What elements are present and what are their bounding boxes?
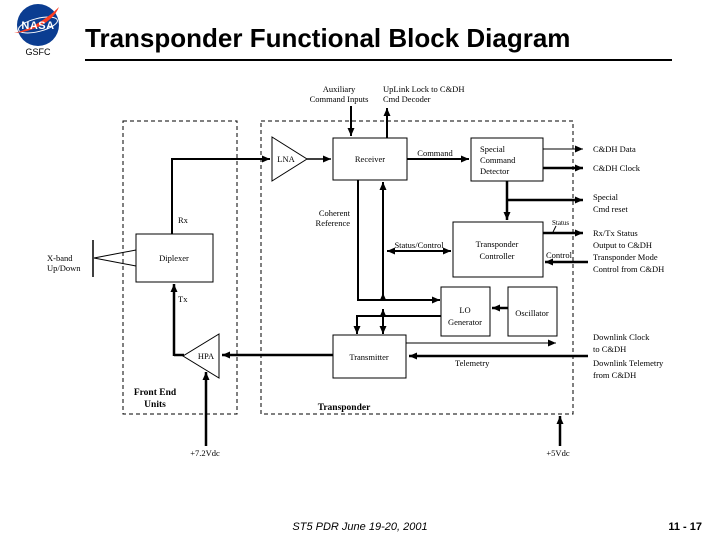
diplexer-label: Diplexer	[159, 253, 189, 263]
block-hpa: HPA	[182, 333, 220, 379]
downlink-telemetry-label-1: Downlink Telemetry	[593, 358, 664, 368]
hpa-triangle	[182, 333, 220, 379]
coherent-reference-wire	[357, 180, 440, 304]
block-special-command-detector: Special Command Detector	[470, 137, 544, 182]
block-lo-generator: LO Generator	[440, 286, 491, 337]
cdh-data-label: C&DH Data	[593, 144, 636, 154]
rx-wire	[171, 155, 270, 234]
downlink-clock-label-2: to C&DH	[593, 344, 626, 354]
command-label: Command	[417, 148, 453, 158]
special-cmd-reset-label-1: Special	[593, 192, 619, 202]
scd-box	[470, 137, 544, 182]
tx-label: Tx	[178, 294, 188, 304]
oscillator-box	[507, 286, 558, 337]
cdh-clock-label: C&DH Clock	[593, 163, 641, 173]
aux-command-label-2: Command Inputs	[310, 94, 369, 104]
control-label: Control	[546, 250, 573, 260]
transmitter-label: Transmitter	[349, 352, 389, 362]
lo-generator-box	[440, 286, 491, 337]
antenna-icon	[92, 240, 137, 277]
lo-generator-label-2: Generator	[448, 317, 482, 327]
power-72-label: +7.2Vdc	[190, 448, 220, 458]
status-out-wire	[543, 225, 583, 237]
power-5-label: +5Vdc	[546, 448, 569, 458]
block-transponder-controller: Transponder Controller	[452, 221, 544, 278]
receiver-box	[332, 137, 408, 181]
controller-box	[452, 221, 544, 278]
page-title: Transponder Functional Block Diagram	[85, 23, 570, 53]
antenna-horn-bottom	[93, 257, 137, 267]
block-oscillator: Oscillator	[507, 286, 558, 337]
telemetry-label: Telemetry	[455, 358, 490, 368]
lo-generator-label-1: LO	[459, 305, 470, 315]
block-diplexer: Diplexer	[135, 233, 214, 283]
front-end-units-group-box	[122, 120, 238, 415]
nasa-logo: NASA GSFC	[14, 4, 59, 57]
uplink-lock-label-2: Cmd Decoder	[383, 94, 431, 104]
front-end-group-label2: Units	[144, 400, 166, 410]
rx-label: Rx	[178, 215, 189, 225]
antenna-horn-top	[93, 249, 137, 259]
nasa-logo-text: NASA	[21, 20, 54, 32]
transponder-group-label: Transponder	[318, 403, 371, 413]
x-band-label-1: X-band	[47, 253, 73, 263]
aux-command-label-1: Auxiliary	[323, 84, 356, 94]
lo-distribution-wire	[353, 182, 441, 334]
oscillator-label: Oscillator	[515, 308, 549, 318]
footer-caption: ST5 PDR June 19-20, 2001	[292, 521, 427, 533]
x-band-label-2: Up/Down	[47, 263, 81, 273]
rxtx-status-label-2: Output to C&DH	[593, 240, 652, 250]
controller-label-1: Transponder	[476, 239, 519, 249]
downlink-telemetry-label-2: from C&DH	[593, 370, 636, 380]
status-label: Status	[552, 219, 569, 227]
transponder-group-box	[260, 120, 574, 415]
hpa-label: HPA	[198, 351, 215, 361]
scd-label-2: Command	[480, 155, 516, 165]
diplexer-box	[135, 233, 214, 283]
lna-label: LNA	[277, 154, 295, 164]
coherent-reference-label-1: Coherent	[319, 208, 351, 218]
block-transmitter: Transmitter	[332, 334, 407, 379]
gsfc-label: GSFC	[25, 47, 51, 57]
status-tick	[552, 225, 557, 233]
status-control-label: Status/Control	[394, 240, 444, 250]
controller-label-2: Controller	[480, 251, 515, 261]
rxtx-status-label-1: Rx/Tx Status	[593, 228, 638, 238]
transponder-mode-label-2: Control from C&DH	[593, 264, 664, 274]
block-lna: LNA	[271, 136, 308, 182]
scd-label-3: Detector	[480, 166, 509, 176]
transmitter-box	[332, 334, 407, 379]
lna-triangle	[271, 136, 308, 182]
downlink-clock-label-1: Downlink Clock	[593, 332, 650, 342]
transponder-mode-label-1: Transponder Mode	[593, 252, 658, 262]
block-receiver: Receiver	[332, 137, 408, 181]
uplink-lock-label-1: UpLink Lock to C&DH	[383, 84, 464, 94]
nasa-orbit-icon	[18, 16, 58, 34]
special-cmd-reset-label-2: Cmd reset	[593, 204, 628, 214]
page-number: 11 - 17	[668, 521, 702, 533]
tx-wire	[170, 284, 184, 357]
scd-label-1: Special	[480, 144, 506, 154]
receiver-label: Receiver	[355, 154, 385, 164]
front-end-group-label: Front End	[134, 388, 177, 398]
special-cmd-reset-wire	[503, 181, 583, 220]
coherent-reference-label-2: Reference	[316, 218, 351, 228]
